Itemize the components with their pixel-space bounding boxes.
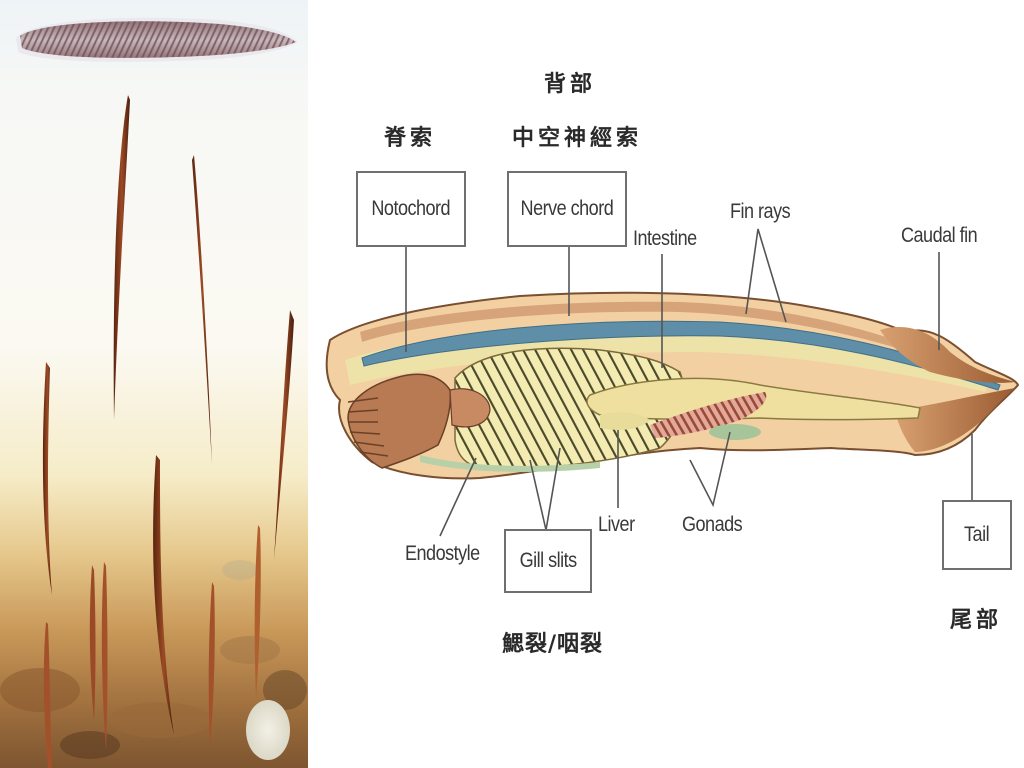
intestine-label: Intestine	[633, 227, 697, 250]
amphioxus-body-illustration	[325, 228, 1020, 537]
sand-bottom	[0, 560, 307, 759]
amphioxus-anatomy-diagram: 背部 脊索 中空神經索 鰓裂/咽裂 尾部 Notochord Nerve cho…	[308, 0, 1024, 768]
nerve-chord-box: Nerve chord	[507, 171, 627, 247]
fin-ray-band	[360, 301, 910, 352]
liver-illustration	[600, 412, 650, 430]
gonads-label: Gonads	[682, 513, 743, 536]
gonads-illustration	[650, 392, 767, 438]
gill-slits-zh-label: 鰓裂/咽裂	[502, 631, 604, 657]
white-rock	[246, 700, 290, 760]
notochord-label: Notochord	[371, 197, 451, 220]
notochord-zh-label: 脊索	[384, 125, 437, 151]
endostyle-label: Endostyle	[405, 542, 480, 565]
lancelets-standing	[42, 95, 294, 768]
tail-zh-label: 尾部	[950, 607, 1003, 633]
tail-box: Tail	[942, 500, 1012, 570]
nerve-cord-illustration	[361, 320, 1001, 391]
lancelet-specimen	[16, 17, 298, 62]
liver-gland	[709, 424, 761, 440]
gill-slits-box: Gill slits	[504, 529, 592, 593]
dorsal-zh-label: 背部	[544, 71, 597, 97]
lancelet-photo-panel	[0, 0, 308, 768]
velum	[449, 388, 491, 428]
caudal-fin-dorsal	[880, 326, 1015, 383]
lancelet-photos-illustration	[0, 17, 307, 768]
nerve-chord-zh-label: 中空神經索	[512, 125, 643, 151]
oral-cirri	[347, 397, 389, 457]
notochord-box: Notochord	[356, 171, 466, 247]
nerve-chord-label: Nerve chord	[520, 197, 614, 220]
fin-rays-label: Fin rays	[730, 200, 791, 223]
gill-slits-label: Gill slits	[519, 549, 577, 572]
tail-label: Tail	[964, 523, 990, 546]
liver-label: Liver	[598, 513, 635, 536]
endostyle-illustration	[420, 455, 600, 472]
caudal-fin-ventral	[895, 388, 1015, 452]
caudal-fin-label: Caudal fin	[901, 224, 978, 247]
